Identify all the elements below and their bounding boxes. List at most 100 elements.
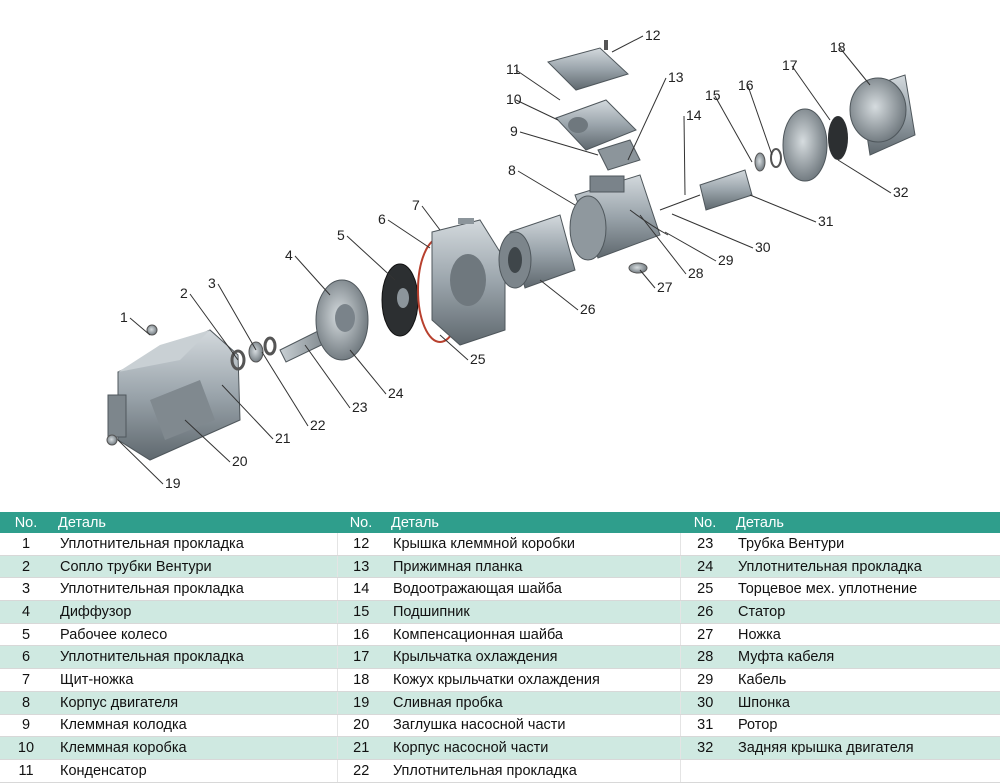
callout-leader-line (184, 419, 231, 463)
part-name-cell: Корпус двигателя (52, 691, 337, 715)
part-name-cell: Кабель (730, 668, 1000, 692)
part-name-cell: Ножка (730, 623, 1000, 647)
part-number-cell: 18 (336, 668, 385, 692)
part-number-cell: 15 (336, 600, 385, 624)
part-name-cell: Подшипник (385, 600, 680, 624)
table-header-row: No. Деталь No. Деталь No. Деталь (0, 512, 1000, 533)
part-name-cell: Уплотнительная прокладка (52, 533, 337, 556)
header-part-2: Деталь (385, 512, 680, 533)
part-name-cell: Рабочее колесо (52, 623, 337, 647)
callout-number: 13 (668, 69, 684, 85)
part-number-cell: 19 (336, 691, 385, 715)
callout-number: 27 (657, 279, 673, 295)
part-number-cell: 11 (0, 759, 52, 783)
part-name-cell: Трубка Вентури (730, 533, 1000, 556)
part-number-cell: 28 (679, 645, 730, 670)
part-name-cell: Уплотнительная прокладка (52, 645, 337, 670)
part-name-cell: Задняя крышка двигателя (730, 736, 1000, 760)
exploded-pump-diagram: 1234567891011121314151617181920212223242… (106, 27, 916, 491)
callout-number: 32 (893, 184, 909, 200)
part-name-cell: Щит-ножка (52, 668, 337, 692)
callout-number: 9 (510, 123, 518, 139)
callout-leader-line (421, 205, 441, 231)
callout-number: 30 (755, 239, 771, 255)
callout-leader-line (304, 344, 351, 409)
callout-leader-line (714, 95, 753, 163)
header-no-3: No. (680, 512, 730, 533)
callout-number: 16 (738, 77, 754, 93)
part-name-cell: Кожух крыльчатки охлаждения (385, 668, 680, 692)
callout-number: 31 (818, 213, 834, 229)
callout-leader-line (627, 77, 667, 161)
part-number-cell: 17 (336, 645, 385, 670)
callout-leader-line (611, 35, 644, 53)
callout-leader-line (837, 159, 892, 194)
callout-number: 8 (508, 162, 516, 178)
part-name-cell: Корпус насосной части (385, 736, 680, 760)
callout-leader-line (261, 351, 309, 427)
part-name-cell: Торцевое мех. уплотнение (730, 577, 1000, 602)
part-name-cell: Водоотражающая шайба (385, 577, 680, 602)
callout-leader-line (539, 279, 579, 311)
callout-leader-line (387, 219, 431, 249)
callout-leader-line (439, 334, 469, 361)
header-no-2: No. (337, 512, 385, 533)
callout-number: 15 (705, 87, 721, 103)
callout-leader-line (664, 231, 717, 262)
part-name-cell: Ротор (730, 714, 1000, 738)
callout-number: 4 (285, 247, 293, 263)
header-part-3: Деталь (730, 512, 1000, 533)
part-number-cell: 16 (336, 623, 385, 647)
part-number-cell: 7 (0, 668, 52, 692)
callout-leader-line (515, 99, 559, 121)
callout-leader-line (294, 255, 331, 296)
callout-number: 22 (310, 417, 326, 433)
callout-number: 19 (165, 475, 181, 491)
part-number-cell: 23 (679, 533, 730, 556)
callout-number: 28 (688, 265, 704, 281)
callout-number: 5 (337, 227, 345, 243)
part-number-cell: 24 (679, 555, 730, 579)
callout-leader-line (839, 47, 871, 86)
callout-number: 29 (718, 252, 734, 268)
part-name-cell: Конденсатор (52, 759, 337, 783)
callout-leader-line (129, 317, 151, 336)
part-name-cell: Статор (730, 600, 1000, 624)
callout-leader-line (346, 235, 396, 281)
callout-leader-line (791, 65, 831, 121)
part-number-cell: 30 (679, 691, 730, 715)
part-number-cell: 21 (336, 736, 385, 760)
part-number-cell: 6 (0, 645, 52, 670)
part-name-cell: Компенсационная шайба (385, 623, 680, 647)
callout-number: 2 (180, 285, 188, 301)
callout-leader-line (349, 349, 387, 395)
pump-parts-illustration (106, 40, 916, 461)
callout-number: 24 (388, 385, 404, 401)
part-number-cell: 25 (679, 577, 730, 602)
callout-number: 17 (782, 57, 798, 73)
callout-number: 25 (470, 351, 486, 367)
part-number-cell: 4 (0, 600, 52, 624)
part-name-cell: Прижимная планка (385, 555, 680, 579)
callout-number: 20 (232, 453, 248, 469)
part-number-cell: 29 (679, 668, 730, 692)
part-number-cell: 32 (679, 736, 730, 760)
callout-number: 11 (506, 61, 521, 77)
callout-number: 6 (378, 211, 386, 227)
callout-number: 1 (120, 309, 128, 325)
header-part-1: Деталь (52, 512, 337, 533)
part-number-cell: 26 (679, 600, 730, 624)
part-number-cell: 2 (0, 555, 52, 579)
part-stator (498, 214, 576, 289)
part-name-cell: Крышка клеммной коробки (385, 533, 680, 556)
